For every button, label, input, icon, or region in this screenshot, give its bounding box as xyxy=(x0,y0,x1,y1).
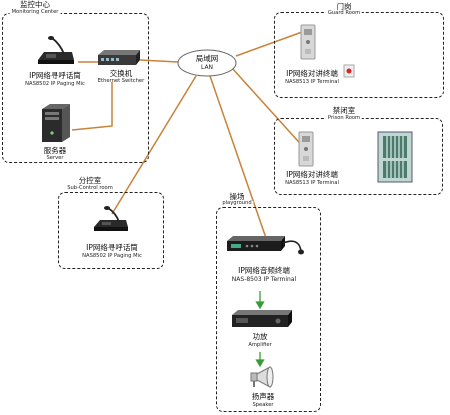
playground-title-en: playground xyxy=(220,200,254,207)
guard-terminal-label: IP网络对讲终端 xyxy=(286,69,338,78)
server-label-en: Server xyxy=(46,155,64,161)
horn-speaker-icon xyxy=(250,366,274,388)
monitoring-center-box xyxy=(2,13,149,163)
audio-terminal-label-en: NAS-8503 IP Terminal xyxy=(231,276,297,283)
prison-terminal-label: IP网络对讲终端 xyxy=(286,170,338,179)
audio-terminal-label: IP网络音频终端 xyxy=(238,266,290,275)
audio-terminal-icon xyxy=(227,236,304,255)
playground-title: 操场 xyxy=(229,192,245,201)
subcontrol-title-en: Sub-Control room xyxy=(67,185,113,191)
paging-mic-label-en: NAS8502 IP Paging Mic xyxy=(25,81,85,87)
guard-title-en: Guard Room xyxy=(325,10,363,17)
switch-icon xyxy=(98,50,140,65)
lan-cloud-icon xyxy=(177,49,237,77)
sub-paging-mic-icon xyxy=(94,206,128,231)
line-lan-guard xyxy=(235,31,303,57)
monitoring-title-en: Monitoring Center xyxy=(9,9,61,16)
switch-label-en: Ethernet Switcher xyxy=(97,78,145,84)
server-label: 服务器 xyxy=(43,146,67,155)
prison-terminal-label-en: NAS8513 IP Terminal xyxy=(285,180,339,186)
playground-box xyxy=(216,207,321,412)
subcontrol-room-box xyxy=(58,192,164,269)
paging-mic-icon xyxy=(38,36,74,64)
amplifier-label-en: Amplifier xyxy=(248,342,272,348)
speaker-label: 扬声器 xyxy=(251,392,275,401)
guard-terminal-label-en: NAS8513 IP Terminal xyxy=(285,79,339,85)
line-server-switch xyxy=(71,82,113,131)
alarm-button-icon xyxy=(343,64,355,78)
prison-door-icon xyxy=(377,131,413,183)
speaker-label-en: Speaker xyxy=(252,402,274,408)
line-lan-prison xyxy=(231,67,307,151)
line-switch-lan xyxy=(139,59,179,63)
server-icon xyxy=(42,104,70,142)
sub-paging-mic-label: IP网络寻呼话筒 xyxy=(86,243,138,252)
paging-mic-label: IP网络寻呼话筒 xyxy=(29,71,81,80)
prison-title: 禁闭室 xyxy=(332,106,356,115)
amplifier-label: 功放 xyxy=(252,332,268,341)
prison-terminal-icon xyxy=(298,131,314,167)
sub-paging-mic-label-en: NAS8502 IP Paging Mic xyxy=(82,253,142,259)
monitoring-title: 监控中心 xyxy=(18,0,52,9)
line-lan-submic xyxy=(111,75,197,215)
prison-title-en: Prison Room xyxy=(325,115,363,122)
line-lan-audio xyxy=(209,75,267,239)
guard-title: 门岗 xyxy=(336,2,352,11)
lan-label-en: LAN xyxy=(200,64,214,71)
amplifier-icon xyxy=(232,310,292,327)
guard-terminal-icon xyxy=(300,24,316,60)
subcontrol-title: 分控室 xyxy=(78,176,102,185)
lan-label: 局域网 xyxy=(195,54,219,63)
switch-label: 交换机 xyxy=(109,69,133,78)
